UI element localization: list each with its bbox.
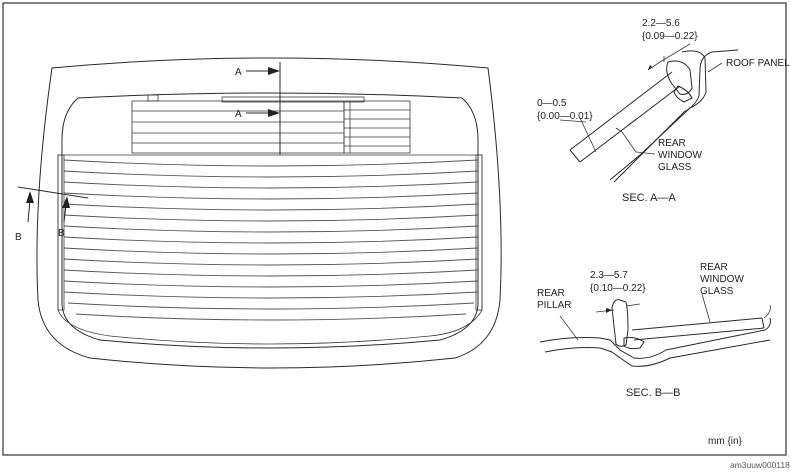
upper-heater-block (131, 94, 411, 154)
section-b-dim-in: {0.10—0.22} (590, 283, 646, 294)
rear-glass-view: A A B B (15, 57, 502, 369)
section-a-glass-label-line2: WINDOW (658, 150, 702, 161)
roof-panel-label: ROOF PANEL (726, 58, 790, 69)
section-a-offset-in: {0.00—0.01} (537, 111, 593, 122)
section-b-detail: 2.3—5.7 {0.10—0.22} REAR PILLAR REAR WIN… (537, 262, 771, 399)
defroster-heater-lines (63, 159, 479, 321)
molding (666, 60, 693, 95)
glass-edge-a (569, 71, 681, 163)
glass-edge-b (631, 317, 765, 341)
defroster-grid-outline (57, 154, 483, 345)
section-b-cut-marker: B B (15, 186, 89, 243)
right-bus-bar (475, 154, 483, 311)
cut-b-label-left: B (15, 232, 22, 243)
glass-outer-outline (36, 57, 502, 369)
left-bus-bar (57, 154, 65, 311)
section-a-glass-label-line1: REAR (658, 138, 686, 149)
urethane-bead-b (623, 337, 645, 350)
section-b-glass-label-line1: REAR (700, 262, 728, 273)
units-note: mm {in} (708, 436, 743, 447)
section-a-detail: 2.2—5.6 {0.09—0.22} 0—0.5 {0.00—0.01} RO… (537, 18, 790, 204)
diagram-frame (2, 2, 787, 456)
section-a-dim-in: {0.09—0.22} (642, 31, 698, 42)
section-b-title: SEC. B—B (626, 387, 680, 399)
cut-a-label-bottom: A (235, 109, 242, 120)
molding-b (611, 299, 629, 347)
glass-inner-border (61, 92, 479, 349)
section-b-glass-label-line2: WINDOW (700, 274, 744, 285)
section-a-glass-label-line3: GLASS (658, 162, 692, 173)
rear-pillar-outline (539, 317, 771, 359)
section-b-dim-mm: 2.3—5.7 (590, 270, 628, 281)
section-b-glass-label-line3: GLASS (700, 286, 734, 297)
section-a-cut-marker: A A (235, 62, 281, 155)
roof-panel-outline (609, 50, 707, 181)
cut-b-label-right: B (58, 228, 65, 239)
section-a-offset-mm: 0—0.5 (537, 98, 567, 109)
rear-pillar-label-line2: PILLAR (537, 300, 571, 311)
reference-code: am3uuw0001181 (730, 460, 790, 470)
section-a-dim-mm: 2.2—5.6 (642, 18, 680, 29)
rear-pillar-label-line1: REAR (537, 288, 565, 299)
section-a-title: SEC. A—A (622, 192, 676, 204)
urethane-bead (673, 85, 693, 103)
cut-a-label-top: A (235, 67, 242, 78)
